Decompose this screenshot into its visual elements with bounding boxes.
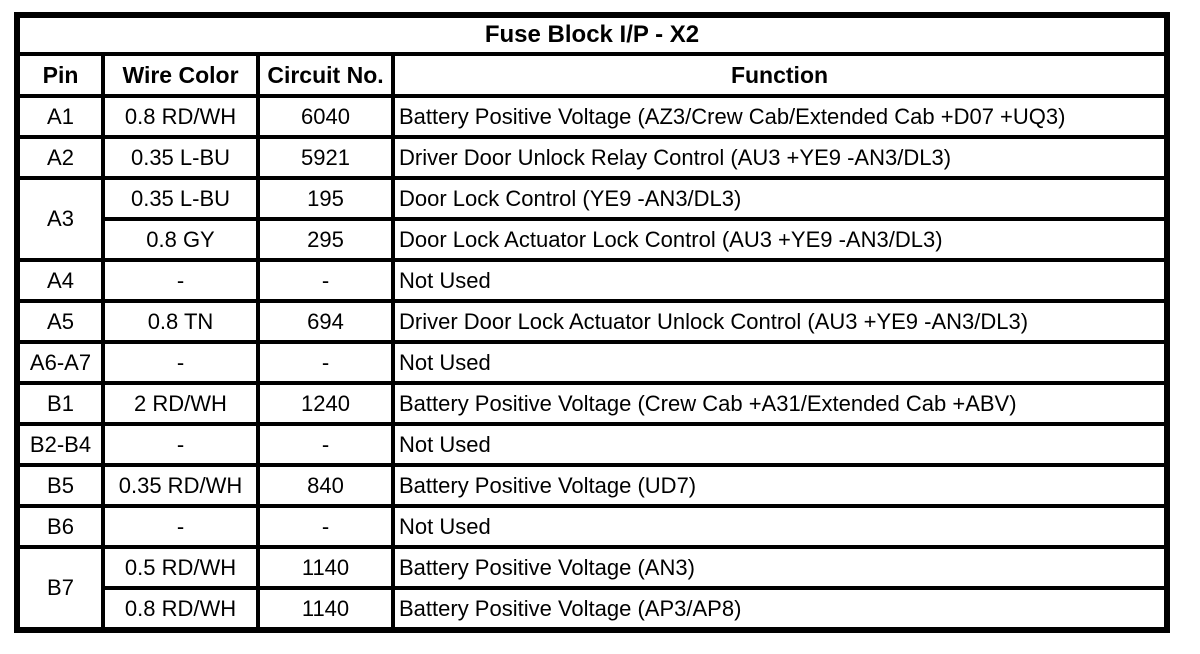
circuit-no-cell: 6040 [256,94,395,139]
function-cell: Door Lock Actuator Lock Control (AU3 +YE… [391,217,1169,262]
pin-cell: B2-B4 [15,422,105,467]
pin-cell: B6 [15,504,105,549]
function-cell: Not Used [391,504,1169,549]
circuit-no-cell: 295 [256,217,395,262]
wire-color-cell: 0.8 RD/WH [101,94,260,139]
pin-cell: A5 [15,299,105,344]
function-cell: Battery Positive Voltage (AP3/AP8) [391,586,1169,632]
table-row: A6-A7--Not Used [15,340,1169,385]
pin-cell: A4 [15,258,105,303]
circuit-no-cell: 1140 [256,586,395,632]
pin-cell: B7 [15,545,105,632]
pin-cell: B1 [15,381,105,426]
function-cell: Battery Positive Voltage (AN3) [391,545,1169,590]
header-pin: Pin [15,52,105,98]
pin-cell: A2 [15,135,105,180]
fuse-block-table: Fuse Block I/P - X2 Pin Wire Color Circu… [14,12,1170,633]
circuit-no-cell: - [256,422,395,467]
circuit-no-cell: - [256,340,395,385]
wire-color-cell: 0.35 L-BU [101,176,260,221]
wire-color-cell: - [101,258,260,303]
wire-color-cell: - [101,504,260,549]
circuit-no-cell: 694 [256,299,395,344]
circuit-no-cell: - [256,504,395,549]
header-circuit-no: Circuit No. [256,52,395,98]
circuit-no-cell: 1140 [256,545,395,590]
table-title-row: Fuse Block I/P - X2 [15,13,1169,56]
circuit-no-cell: 5921 [256,135,395,180]
table-header-row: Pin Wire Color Circuit No. Function [15,52,1169,98]
wire-color-cell: 0.35 RD/WH [101,463,260,508]
header-wire-color: Wire Color [101,52,260,98]
circuit-no-cell: 840 [256,463,395,508]
function-cell: Battery Positive Voltage (AZ3/Crew Cab/E… [391,94,1169,139]
pin-cell: A3 [15,176,105,262]
wire-color-cell: 0.8 GY [101,217,260,262]
fuse-table-body: Fuse Block I/P - X2 Pin Wire Color Circu… [15,13,1169,632]
circuit-no-cell: 1240 [256,381,395,426]
table-row: A4--Not Used [15,258,1169,303]
table-title: Fuse Block I/P - X2 [15,13,1169,56]
wire-color-cell: - [101,340,260,385]
function-cell: Driver Door Unlock Relay Control (AU3 +Y… [391,135,1169,180]
table-row: B6--Not Used [15,504,1169,549]
pin-cell: B5 [15,463,105,508]
wire-color-cell: 0.5 RD/WH [101,545,260,590]
circuit-no-cell: - [256,258,395,303]
pin-cell: A1 [15,94,105,139]
function-cell: Door Lock Control (YE9 -AN3/DL3) [391,176,1169,221]
circuit-no-cell: 195 [256,176,395,221]
fuse-block-table-container: Fuse Block I/P - X2 Pin Wire Color Circu… [14,12,1170,633]
function-cell: Battery Positive Voltage (Crew Cab +A31/… [391,381,1169,426]
wire-color-cell: 0.8 RD/WH [101,586,260,632]
function-cell: Driver Door Lock Actuator Unlock Control… [391,299,1169,344]
pin-cell: A6-A7 [15,340,105,385]
header-function: Function [391,52,1169,98]
wire-color-cell: - [101,422,260,467]
wire-color-cell: 2 RD/WH [101,381,260,426]
function-cell: Not Used [391,258,1169,303]
wire-color-cell: 0.35 L-BU [101,135,260,180]
table-row: B2-B4--Not Used [15,422,1169,467]
function-cell: Not Used [391,340,1169,385]
function-cell: Not Used [391,422,1169,467]
wire-color-cell: 0.8 TN [101,299,260,344]
function-cell: Battery Positive Voltage (UD7) [391,463,1169,508]
